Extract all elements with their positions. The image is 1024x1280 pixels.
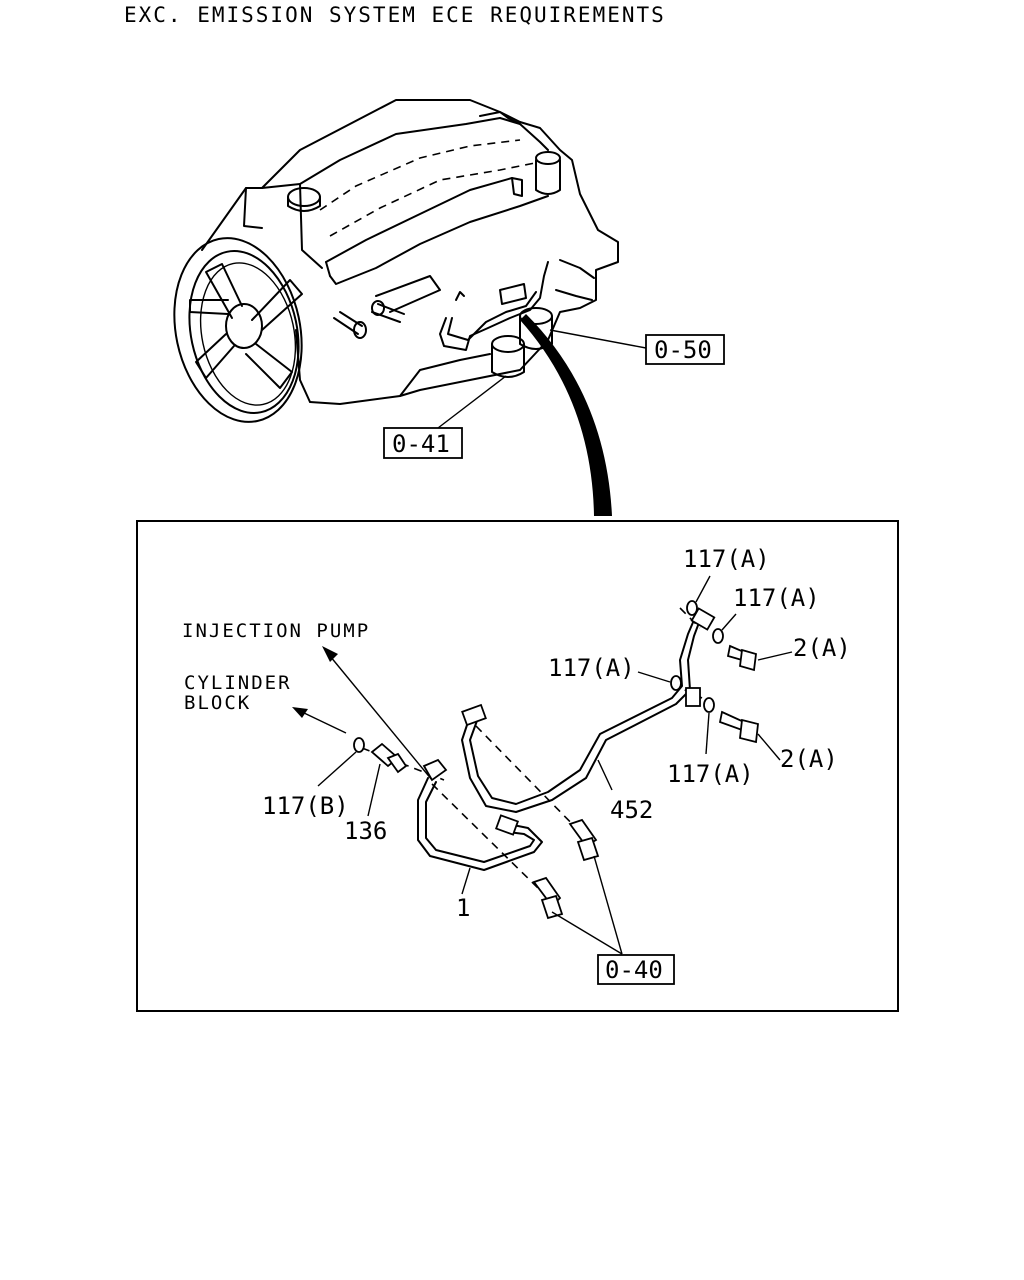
injection-pump-arrow [322, 646, 338, 662]
washer-117a-2 [712, 628, 724, 644]
eye-bolt-upper [568, 818, 600, 862]
ref-0-50: 0-50 [645, 334, 725, 365]
pipe-452 [461, 607, 716, 813]
washer-117b [353, 737, 365, 753]
injection-pump-note: INJECTION PUMP [182, 620, 370, 642]
callout-117a-1: 117(A) [683, 545, 770, 573]
engine-illustration [173, 99, 619, 516]
eye-bolt-lower [532, 876, 564, 920]
cylinder-block-arrow [292, 707, 308, 718]
callout-2a-1: 2(A) [793, 634, 851, 662]
callout-117b: 117(B) [262, 792, 349, 820]
callout-2a-2: 2(A) [780, 745, 838, 773]
washer-117a-4 [703, 697, 715, 713]
svg-text:0-40: 0-40 [605, 956, 663, 984]
ref-0-41: 0-41 [383, 427, 463, 459]
cylinder-block-note-1: CYLINDER [184, 672, 292, 694]
bolt-2a-lower [718, 710, 759, 744]
callout-136: 136 [344, 817, 387, 845]
callout-1: 1 [456, 894, 470, 922]
detail-frame [136, 520, 899, 1012]
callout-117a-3: 117(A) [548, 654, 635, 682]
diagram-title: EXC. EMISSION SYSTEM ECE REQUIREMENTS [124, 3, 666, 27]
washer-117a-3 [670, 675, 682, 691]
ref-0-40: 0-40 [597, 954, 675, 985]
svg-text:0-50: 0-50 [654, 336, 712, 364]
callout-452: 452 [610, 796, 653, 824]
pipe-1 [417, 758, 543, 871]
part-136 [370, 742, 408, 774]
callout-117a-2: 117(A) [733, 584, 820, 612]
bolt-2a-upper [726, 644, 757, 672]
cylinder-block-note-2: BLOCK [184, 692, 251, 714]
svg-text:0-41: 0-41 [392, 430, 450, 458]
callout-117a-4: 117(A) [667, 760, 754, 788]
washer-117a-1 [686, 600, 698, 616]
